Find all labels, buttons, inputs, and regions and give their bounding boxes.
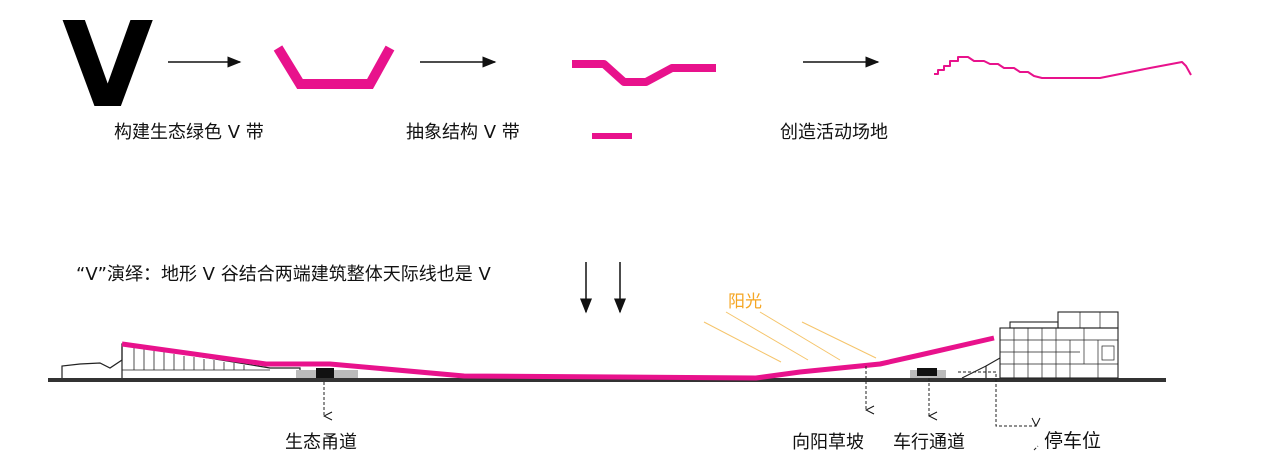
parking-leader xyxy=(958,371,1036,426)
sunny-slope-label: 向阳草坡 xyxy=(792,432,864,453)
vehicle-passage-label: 车行通道 xyxy=(893,432,965,453)
right-building xyxy=(961,311,1119,379)
big-v-letter: V xyxy=(62,0,154,134)
abstract-v-band xyxy=(572,60,716,86)
vehicle-passage-block xyxy=(910,368,946,378)
left-building xyxy=(61,343,301,378)
activity-terrain-line xyxy=(934,56,1192,79)
step1-label: 构建生态绿色 V 带 xyxy=(114,122,264,143)
eco-passage-block xyxy=(296,368,358,378)
step3-label: 创造活动场地 xyxy=(780,122,888,143)
right-building-grid xyxy=(1000,312,1118,378)
leader-arrows xyxy=(324,366,1039,451)
v-trough-shape xyxy=(273,45,395,89)
left-building-hatch xyxy=(122,347,270,371)
eco-passage-label: 生态甬道 xyxy=(285,432,357,453)
step2-label: 抽象结构 V 带 xyxy=(406,122,520,143)
parking-leader-tail xyxy=(1033,445,1039,451)
caption-text: “V”演绎：地形 V 谷结合两端建筑整体天际线也是 V xyxy=(76,264,491,285)
parking-label: 停车位 xyxy=(1044,430,1102,452)
v-terrain-profile xyxy=(121,335,995,381)
sun-label: 阳光 xyxy=(728,292,762,312)
sun-rays xyxy=(703,311,877,363)
